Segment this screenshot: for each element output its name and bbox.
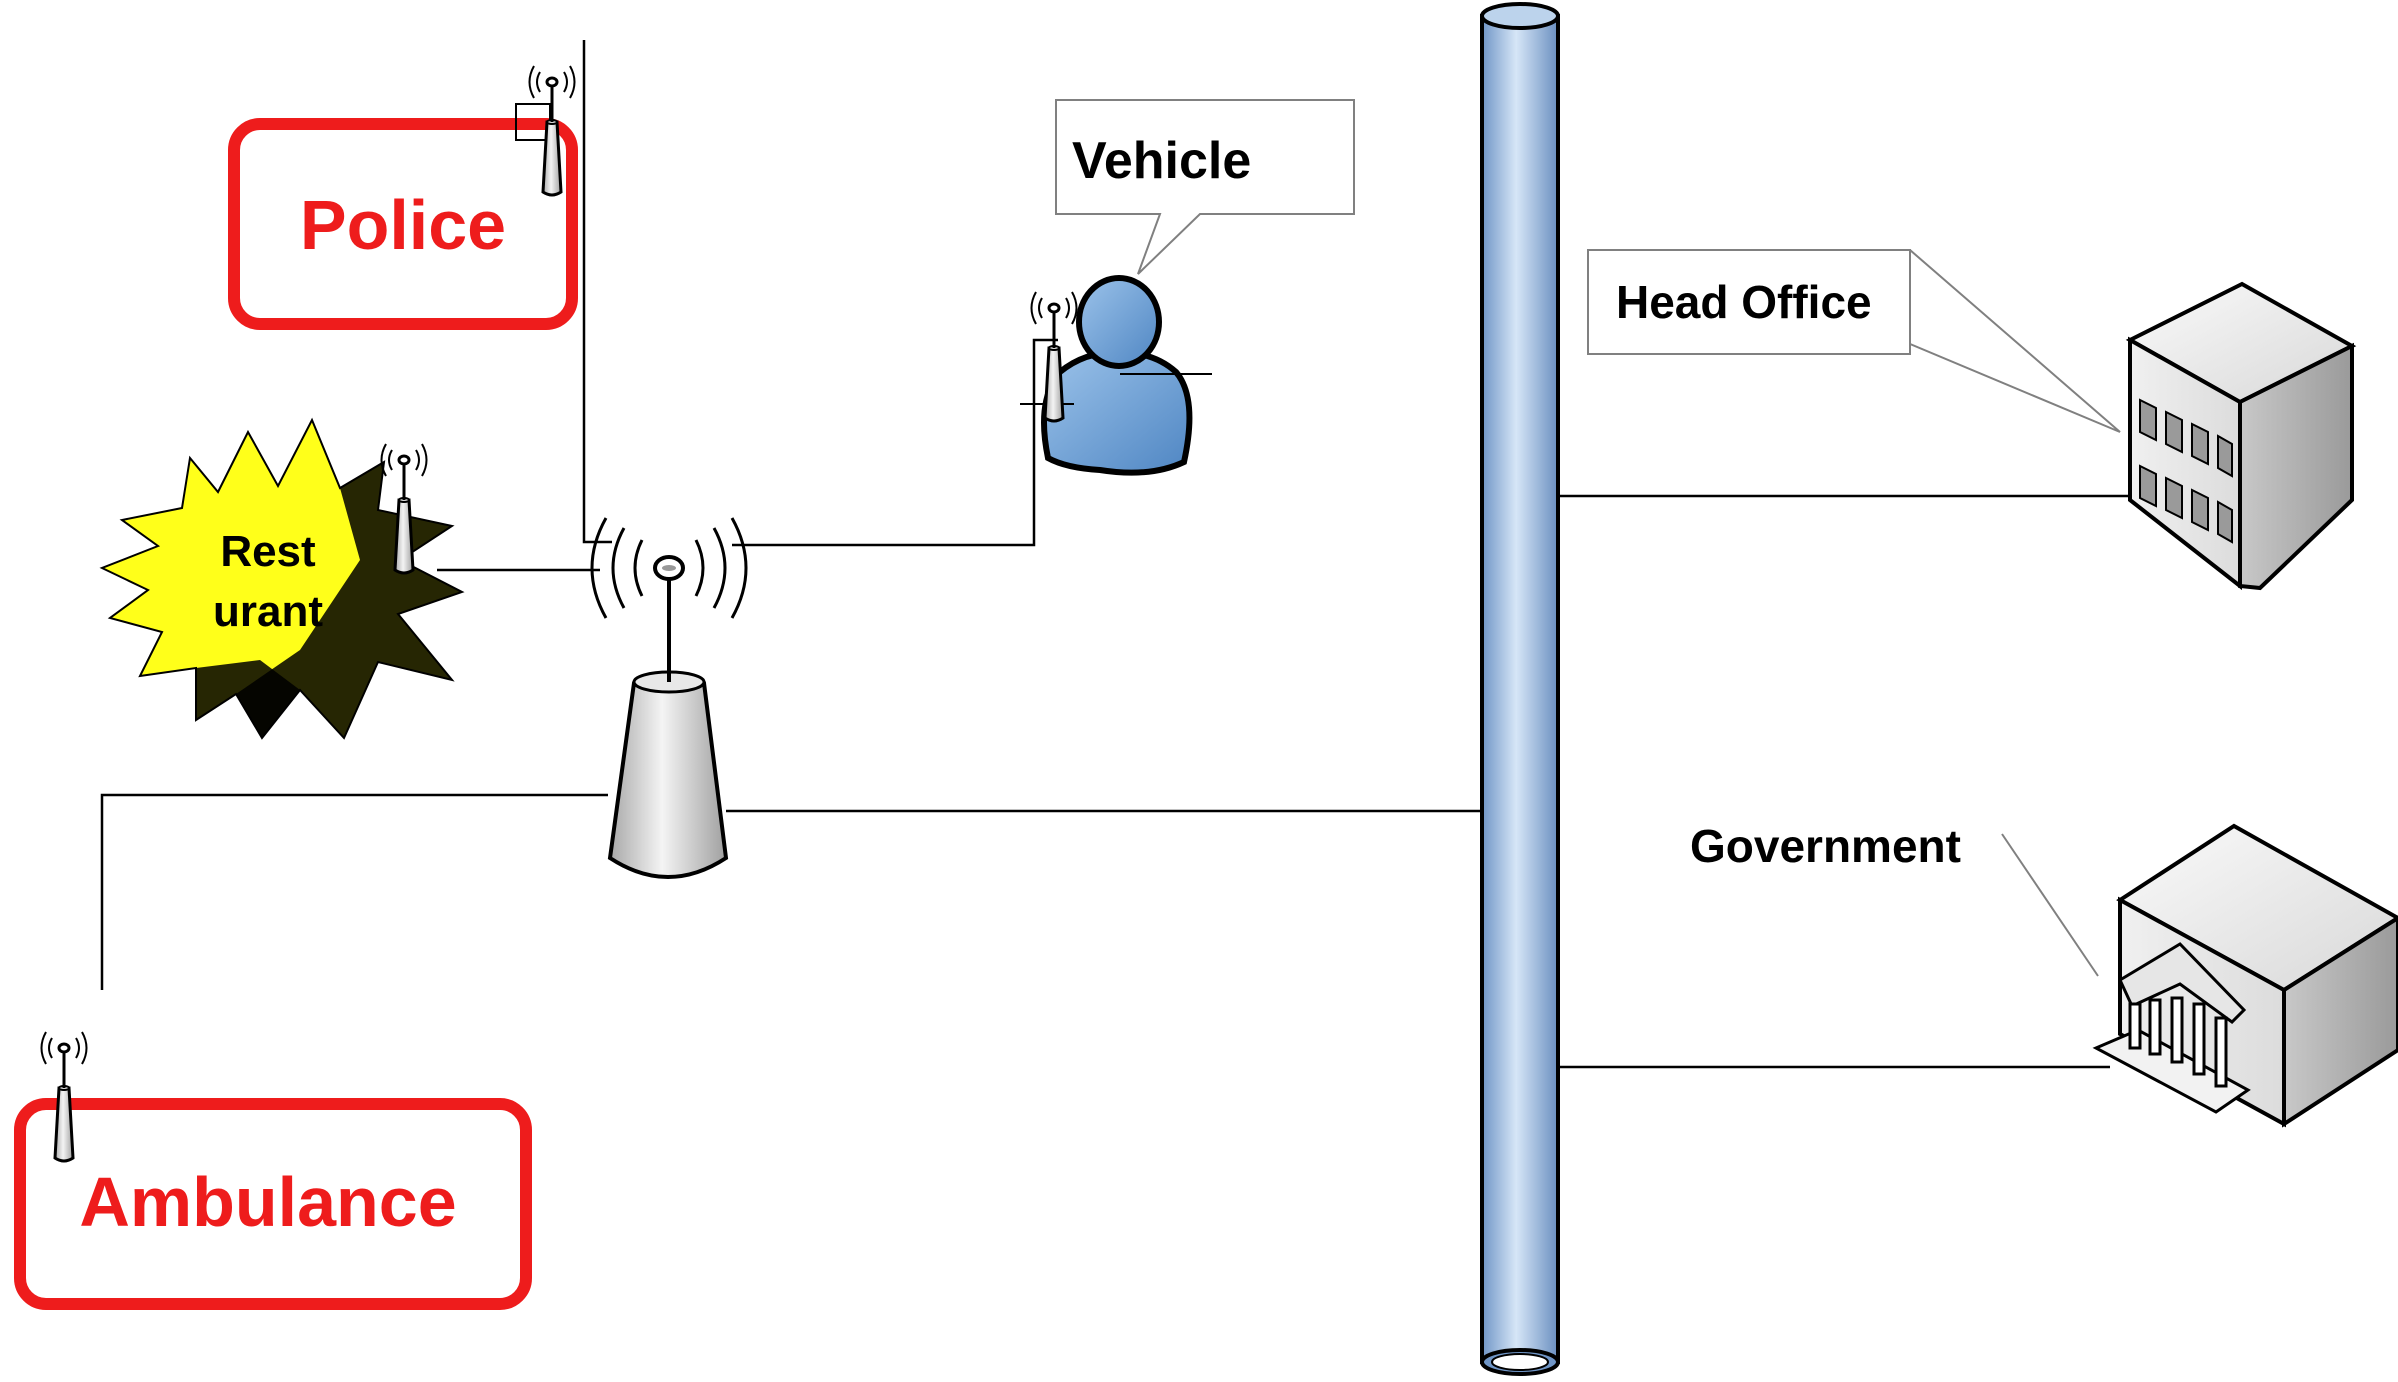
police-box <box>228 118 578 330</box>
ambulance-box <box>14 1098 532 1310</box>
government-label: Government <box>1690 820 1961 872</box>
government-node: Government <box>1690 820 2398 1128</box>
police-label: Police <box>300 186 506 264</box>
connection-lines <box>100 40 2130 1069</box>
restaurant-node: Rest urant <box>99 417 465 740</box>
restaurant-label-line2: urant <box>213 587 323 636</box>
vehicle-node: Vehicle <box>1020 99 1355 476</box>
head-office-node: Head Office <box>1587 249 2357 591</box>
central-tower-icon <box>590 517 748 879</box>
ambulance-node: Ambulance <box>14 1030 532 1310</box>
vehicle-callout <box>1055 99 1355 275</box>
network-backbone-pipe-icon <box>1480 2 1560 1376</box>
police-node: Police <box>228 64 578 330</box>
ambulance-label: Ambulance <box>79 1163 456 1241</box>
government-building-icon <box>2092 823 2398 1128</box>
office-building-icon <box>2125 281 2357 591</box>
restaurant-label-line1: Rest <box>220 527 316 576</box>
vehicle-label: Vehicle <box>1072 132 1251 190</box>
head-office-label: Head Office <box>1616 276 1872 328</box>
